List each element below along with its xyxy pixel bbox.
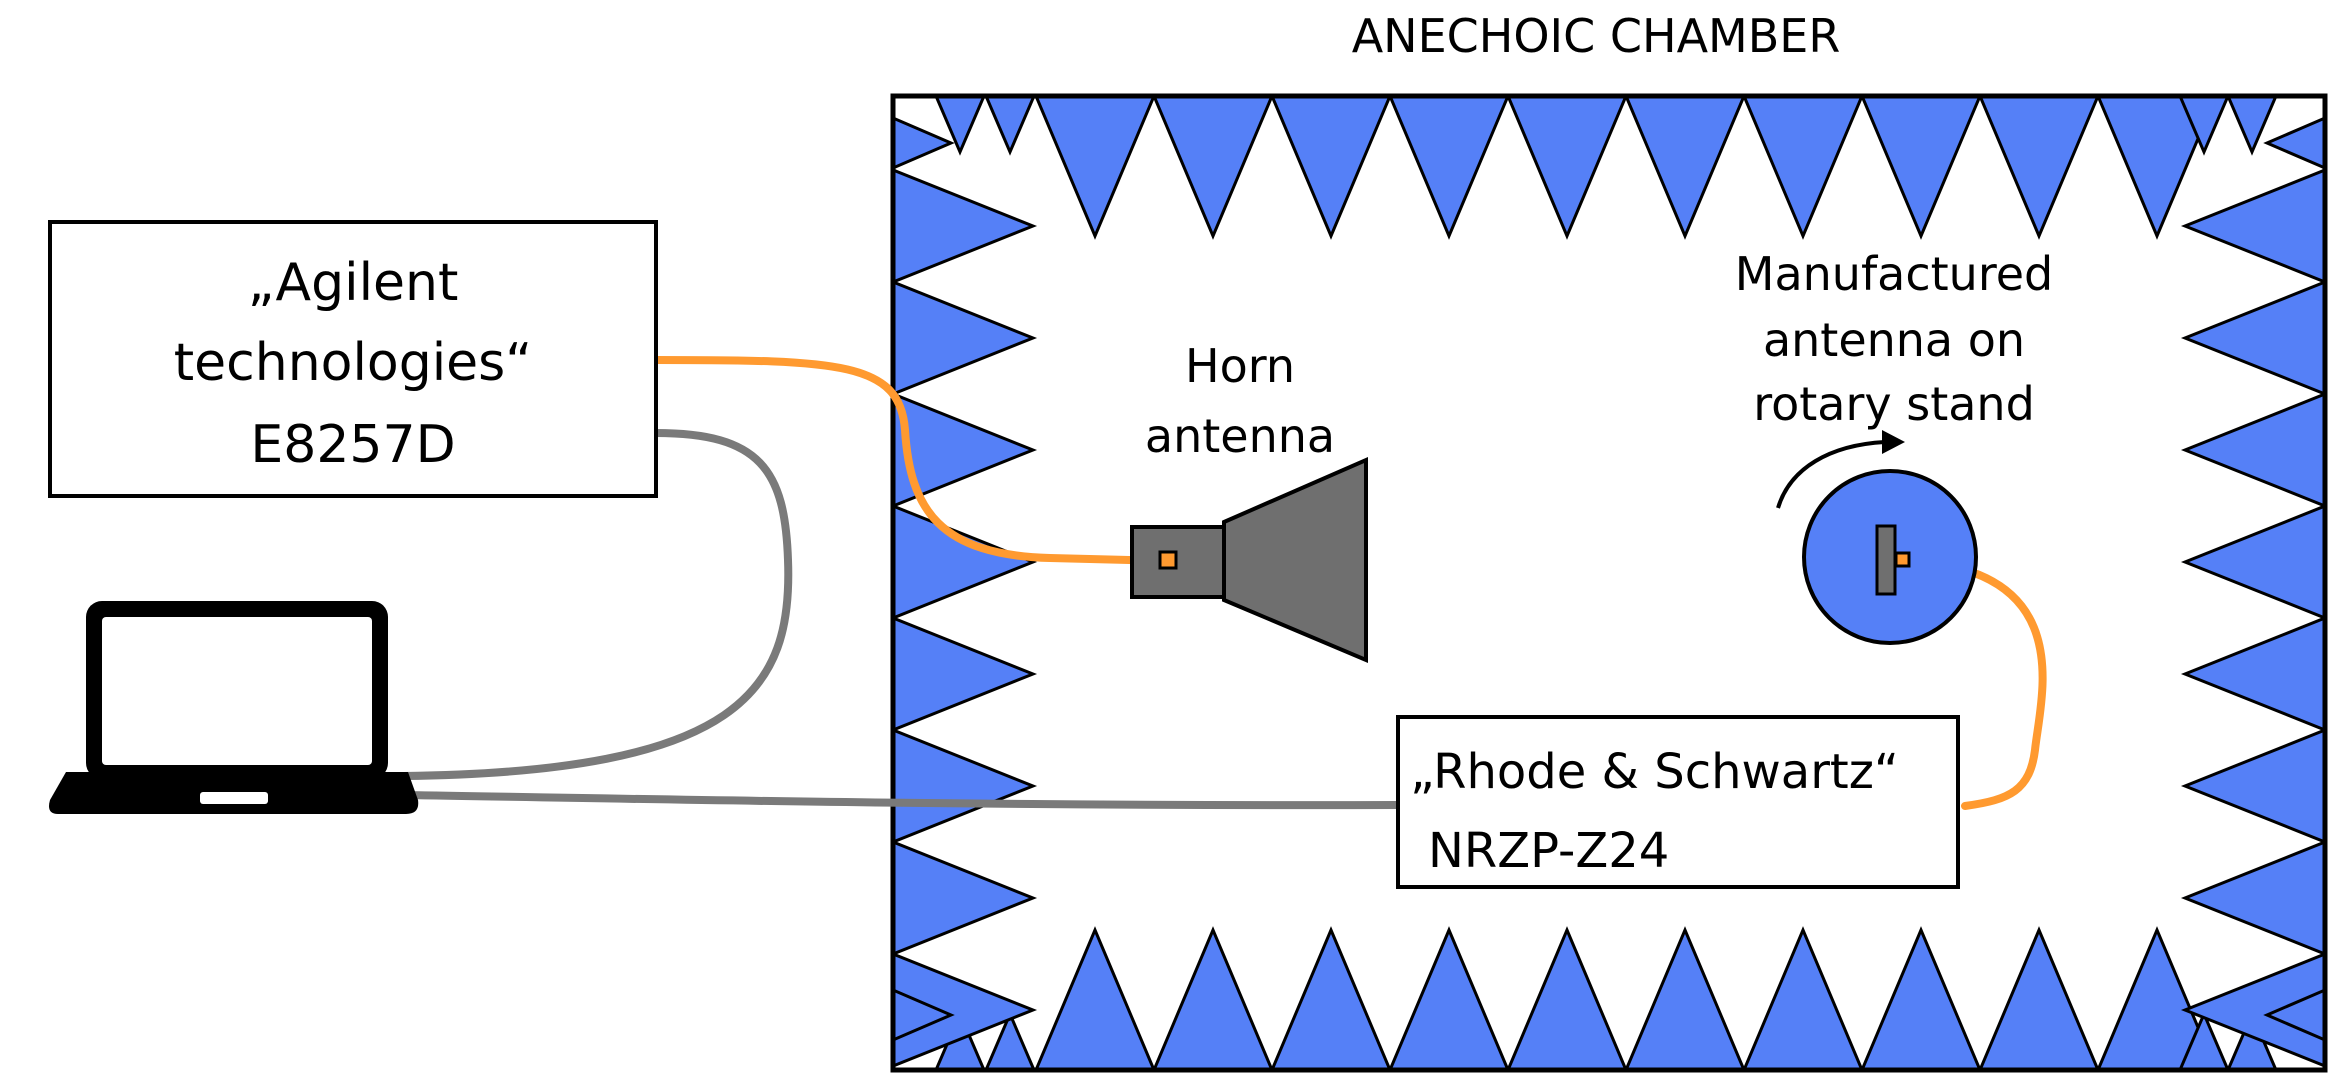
generator-label-line-2: technologies“: [174, 333, 532, 393]
power-sensor-box: [1396, 715, 1960, 889]
horn-connector: [1158, 550, 1178, 570]
power-sensor: „Rhode & Schwartz“ NRZP-Z24: [1396, 715, 1960, 889]
generator-label-line-3: E8257D: [250, 415, 455, 475]
sensor-label-line-2: NRZP-Z24: [1428, 823, 1669, 879]
rf-cable-aut-to-sensor: [1906, 557, 2047, 810]
cables: [403, 356, 2047, 810]
laptop-icon: [49, 601, 419, 814]
horn-label-line-2: antenna: [1145, 409, 1335, 463]
data-cable-laptop-to-sensor: [404, 791, 1399, 810]
chamber-outline: [890, 93, 2328, 1073]
rf-cable-generator-to-horn: [652, 356, 1172, 565]
data-cable-generator-to-laptop: [403, 429, 793, 780]
chamber-title: ANECHOIC CHAMBER: [1352, 9, 1841, 63]
aut-label-line-2: antenna on: [1763, 313, 2025, 367]
absorber-wedges: [891, 94, 2327, 1072]
horn-antenna-icon: [1130, 456, 1368, 664]
anechoic-chamber: [890, 93, 2328, 1073]
signal-generator-box: [48, 220, 658, 498]
aut-connector: [1894, 551, 1911, 568]
generator-label-line-1: „Agilent: [248, 253, 459, 313]
horn-label-line-1: Horn: [1185, 339, 1295, 393]
rotation-arrow-icon: [1776, 430, 1905, 509]
chamber-wall: [890, 93, 2328, 1073]
aut-label-line-3: rotary stand: [1753, 377, 2035, 431]
aut-label-line-1: Manufactured: [1735, 247, 2053, 301]
rotary-stand: [1802, 469, 1978, 645]
manufactured-antenna: [1875, 524, 1897, 596]
signal-generator: „Agilent technologies“ E8257D: [48, 220, 658, 498]
sensor-label-line-1: „Rhode & Schwartz“: [1410, 744, 1899, 800]
